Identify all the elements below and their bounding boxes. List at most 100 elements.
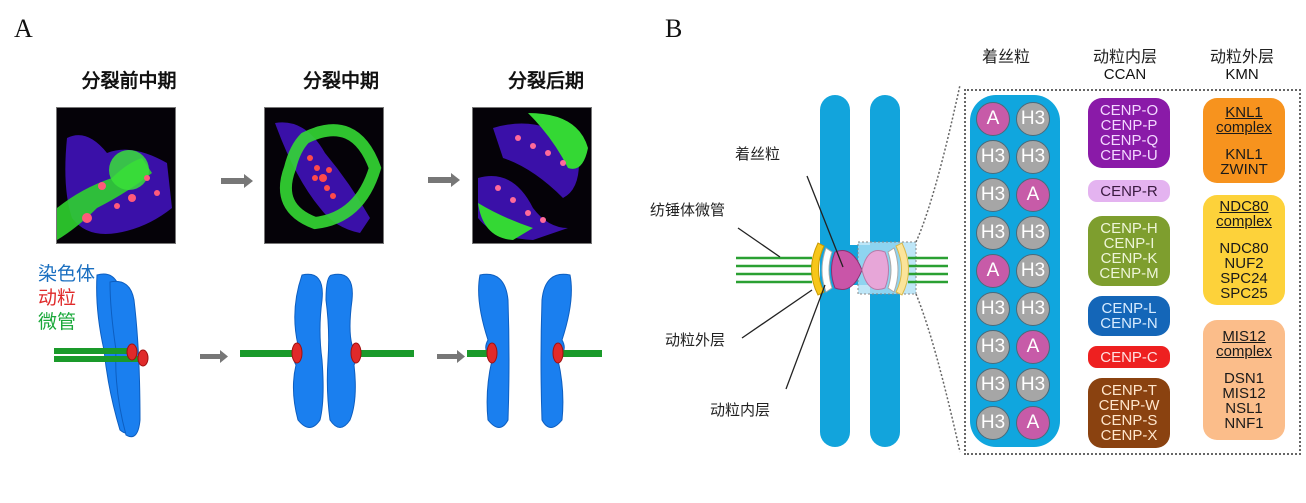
complex-title: complex [1216,118,1272,136]
complex-title: MIS12 [1222,328,1266,345]
h3-nucleosome: H3 [1016,292,1050,326]
h3-nucleosome: H3 [976,216,1010,250]
complex-title: complex [1216,213,1272,230]
column-subtitle: CCAN [1103,66,1147,83]
column-header-centromere: 着丝粒 [966,48,1046,66]
micrograph-prometaphase-image [57,108,175,243]
callout-outer-kinetochore: 动粒外层 [665,331,726,349]
column-subtitle: KMN [1225,66,1259,83]
column-header-ccan: 动粒内层 CCAN [1080,48,1170,84]
anaphase-chromosomes [467,273,602,428]
protein-label: CENP-X [1100,427,1158,444]
arrow-icon [221,174,253,188]
micrograph-anaphase [472,107,592,244]
protein-label: CENP-K [1100,250,1158,267]
stage-title-prometaphase: 分裂前中期 [81,70,177,92]
ccan-group: CENP-C [1088,346,1170,368]
micrograph-prometaphase [56,107,176,244]
complex-title: NDC80 [1219,198,1269,215]
stage-title-metaphase: 分裂中期 [302,70,379,92]
cenp-a-nucleosome: A [1016,406,1050,440]
protein-label: CENP-P [1100,117,1158,134]
micrograph-metaphase-image [265,108,383,243]
outer-kinetochore-left [811,242,825,296]
protein-label: CENP-W [1098,397,1160,414]
protein-label: KNL1 [1225,145,1263,163]
arrow-head-icon [457,350,465,363]
micrograph-metaphase [264,107,384,244]
centromere-right [861,250,889,290]
protein-label: CENP-H [1100,220,1158,237]
outer-kinetochore-right [895,242,909,296]
chromosome-diagrams [54,273,602,438]
zoom-frame [964,89,1301,455]
protein-label: NNF1 [1224,415,1264,432]
protein-label: SPC24 [1220,270,1268,287]
arrow-icon [200,354,220,359]
micrograph-anaphase-image [473,108,591,243]
protein-label: DSN1 [1223,370,1264,387]
cenp-a-nucleosome: A [1016,330,1050,364]
callout-inner-kinetochore: 动粒内层 [710,401,771,419]
cenp-a-nucleosome: A [976,254,1010,288]
protein-label: CENP-R [1100,182,1158,200]
column-header-kmn: 动粒外层 KMN [1197,48,1287,84]
spindle-microtubules-left [736,256,812,284]
protein-label: CENP-M [1099,265,1159,282]
ccan-group: CENP-R [1088,180,1170,202]
protein-label: NDC80 [1219,240,1269,257]
h3-nucleosome: H3 [976,330,1010,364]
protein-label: ZWINT [1220,160,1268,178]
protein-label: CENP-T [1101,382,1157,399]
chromosome-schematic [736,84,961,453]
column-title: 着丝粒 [981,47,1030,66]
column-title: 动粒内层 [1092,47,1157,66]
panel-b-label: B [665,14,683,43]
centromere-left [831,250,863,290]
arrow-icon [428,173,460,187]
h3-nucleosome: H3 [1016,368,1050,402]
h3-nucleosome: H3 [976,140,1010,174]
h3-nucleosome: H3 [1016,140,1050,174]
prometaphase-chromosome [54,273,149,438]
legend-kinetochore: 动粒 [38,287,77,309]
cenp-a-nucleosome: A [976,102,1010,136]
protein-label: CENP-S [1100,412,1158,429]
h3-nucleosome: H3 [1016,216,1050,250]
protein-label: SPC25 [1220,285,1268,302]
stage-title-anaphase: 分裂后期 [507,70,584,92]
protein-label: CENP-C [1100,348,1158,366]
callout-spindle-microtubule: 纺锤体微管 [650,201,726,219]
cenp-a-nucleosome: A [1016,178,1050,212]
column-title: 动粒外层 [1209,47,1274,66]
protein-label: CENP-U [1100,147,1158,164]
h3-nucleosome: H3 [976,292,1010,326]
legend: 染色体 动粒 微管 [38,262,95,334]
callout-centromere: 着丝粒 [735,145,781,163]
complex-title: KNL1 [1225,103,1263,121]
complex-title: complex [1216,343,1272,360]
panel-a-label: A [14,14,33,43]
protein-label: NUF2 [1224,255,1264,272]
spindle-microtubules-right [908,256,948,284]
legend-chromosome: 染色体 [38,263,96,285]
protein-label: CENP-L [1101,300,1157,317]
h3-nucleosome: H3 [1016,102,1050,136]
protein-label: CENP-I [1103,235,1155,252]
h3-nucleosome: H3 [976,368,1010,402]
h3-nucleosome: H3 [976,406,1010,440]
protein-label: CENP-O [1099,102,1159,119]
arrow-head-icon [220,350,228,363]
protein-label: NSL1 [1225,400,1263,417]
arrow-icon [437,354,457,359]
h3-nucleosome: H3 [1016,254,1050,288]
protein-label: MIS12 [1222,385,1266,402]
